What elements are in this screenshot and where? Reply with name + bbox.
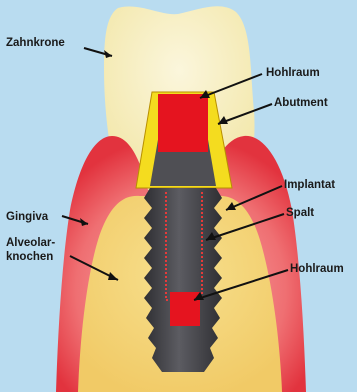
implant-body bbox=[144, 188, 222, 372]
label-abutment: Abutment bbox=[274, 97, 328, 109]
cavity-bottom-shape bbox=[170, 292, 200, 326]
label-gap: Spalt bbox=[286, 207, 314, 219]
label-cavity-top: Hohlraum bbox=[266, 67, 320, 79]
cavity-top-shape bbox=[158, 94, 208, 152]
label-bone-line1: Alveolar- bbox=[6, 237, 55, 249]
label-gingiva: Gingiva bbox=[6, 211, 49, 223]
label-cavity-bottom: Hohlraum bbox=[290, 263, 344, 275]
label-bone-line2: knochen bbox=[6, 251, 53, 263]
label-implant: Implantat bbox=[284, 179, 335, 191]
label-crown: Zahnkrone bbox=[6, 37, 65, 49]
